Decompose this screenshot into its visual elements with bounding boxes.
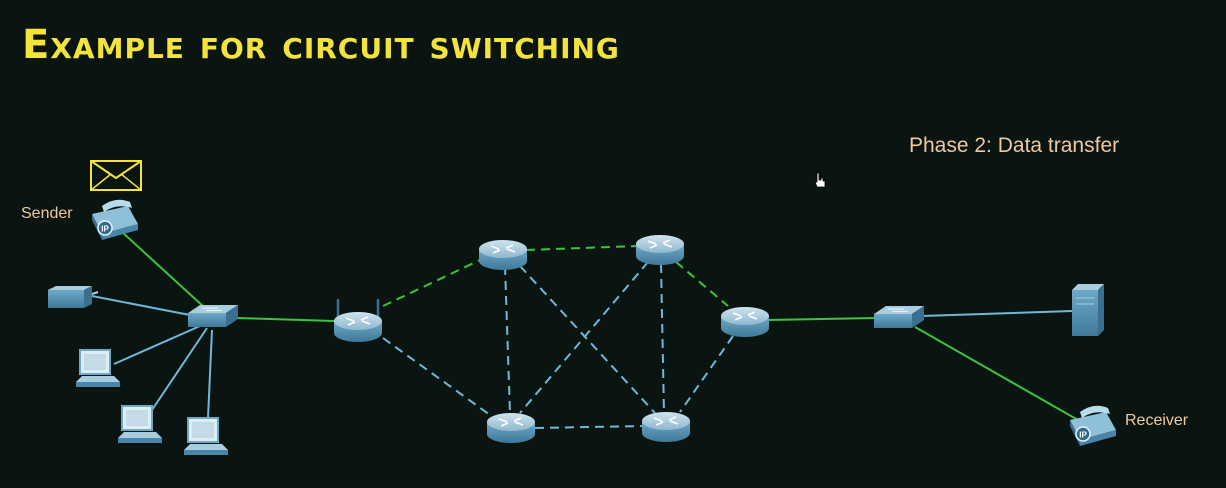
router-icon	[487, 413, 535, 443]
pc-icon	[184, 417, 228, 455]
link-switch-router-left	[236, 317, 335, 322]
switch-icon	[874, 306, 924, 328]
link-switch-server	[921, 310, 1073, 317]
wireless-router-icon	[334, 299, 382, 342]
router-icon	[642, 412, 690, 442]
server-icon	[1072, 284, 1104, 336]
link-top1-bottom2	[519, 265, 656, 414]
receiver-label: Receiver	[1125, 412, 1189, 429]
router-icon	[636, 235, 684, 265]
hand-cursor-icon	[814, 172, 826, 188]
printer-icon	[48, 286, 99, 308]
link-pc1-switch	[113, 325, 201, 365]
ip-badge: IP	[1079, 431, 1087, 440]
phase-label: Phase 2: Data transfer	[909, 134, 1120, 157]
link-router-right-switch	[767, 317, 877, 321]
receiver-ip-phone-icon: IP	[1070, 405, 1116, 446]
link-router-left-bottom1	[382, 337, 491, 416]
switch-icon	[188, 305, 238, 327]
link-pc3-switch	[207, 329, 213, 419]
pc-icon	[118, 405, 162, 443]
link-bottom1-bottom2	[534, 425, 646, 429]
link-router-right-bottom2	[679, 335, 734, 413]
router-icon	[721, 307, 769, 337]
ip-badge: IP	[101, 225, 109, 234]
link-printer-switch	[91, 295, 196, 317]
link-top1-top2	[525, 245, 639, 251]
link-pc2-switch	[151, 327, 208, 411]
link-top2-router-right	[675, 261, 729, 307]
sender-label: Sender	[21, 205, 73, 222]
link-router-left-top1	[382, 259, 481, 307]
pc-icon	[76, 349, 120, 387]
link-top1-bottom1	[504, 265, 511, 414]
envelope-icon	[90, 160, 142, 191]
links	[91, 231, 1079, 429]
link-top2-bottom1	[519, 261, 649, 414]
diagram-title: Example for circuit switching	[22, 22, 620, 68]
link-switch-receiver	[914, 326, 1079, 421]
router-icon	[479, 240, 527, 270]
sender-ip-phone-icon: IP	[92, 199, 138, 240]
link-top2-bottom2	[660, 263, 665, 414]
link-sender-switch	[121, 231, 206, 309]
